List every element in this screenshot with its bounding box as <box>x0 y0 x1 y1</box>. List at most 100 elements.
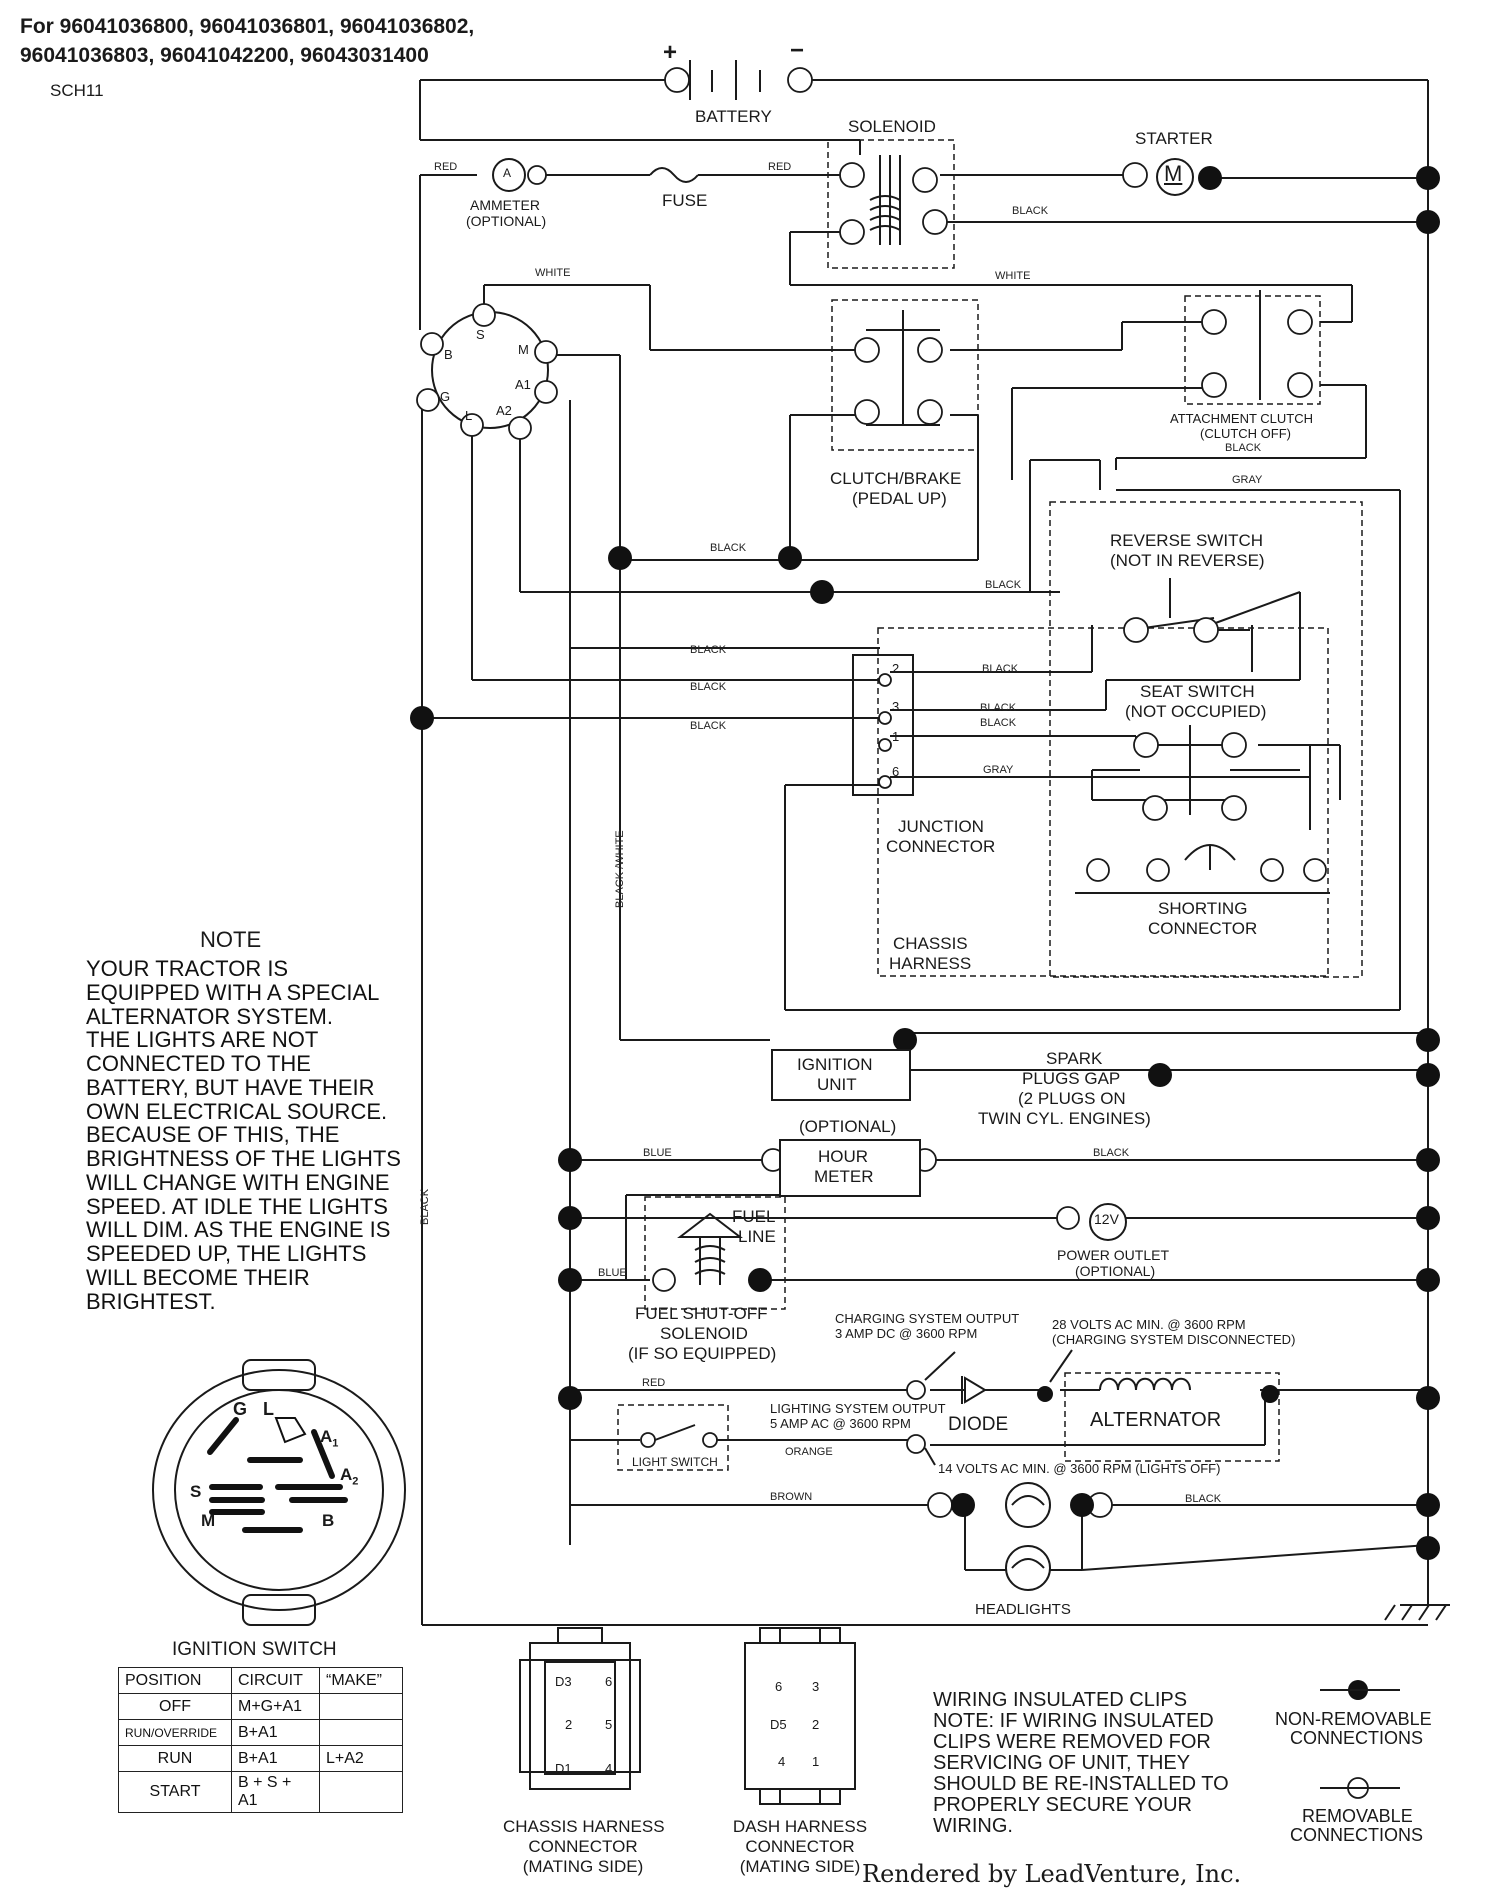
reverse-switch-sub: (NOT IN REVERSE) <box>1110 551 1265 570</box>
wire-white-1: WHITE <box>995 270 1031 282</box>
fuse-label: FUSE <box>662 191 708 210</box>
table-row: RUN/OVERRIDE B+A1 <box>118 1719 403 1746</box>
face-label-s: S <box>190 1482 202 1501</box>
chassis-pin: 2 <box>565 1717 573 1732</box>
clutch-brake-label: CLUTCH/BRAKE <box>830 469 962 488</box>
clips-note-line: WIRING INSULATED CLIPS <box>933 1689 1188 1711</box>
ignition-terminal-m: M <box>518 342 529 357</box>
power-outlet-optional: (OPTIONAL) <box>1075 1263 1156 1279</box>
shorting-connector-label-2: CONNECTOR <box>1148 919 1258 938</box>
spark-label-4: TWIN CYL. ENGINES) <box>978 1109 1151 1128</box>
ignition-unit-label-1: IGNITION <box>797 1055 873 1074</box>
clips-note-line: PROPERLY SECURE YOUR <box>933 1794 1192 1816</box>
cell-make: L+A2 <box>319 1745 403 1772</box>
note-line: WILL DIM. AS THE ENGINE IS <box>86 1217 391 1243</box>
wire-black-1: BLACK <box>1012 205 1049 217</box>
ammeter-label: AMMETER <box>470 197 540 213</box>
volts28-label-2: (CHARGING SYSTEM DISCONNECTED) <box>1052 1332 1296 1347</box>
dash-pin: D5 <box>770 1717 787 1732</box>
cell-circuit: B+A1 <box>231 1719 320 1746</box>
battery-minus: − <box>790 37 805 64</box>
ammeter-optional: (OPTIONAL) <box>466 213 547 229</box>
wire-white-2: WHITE <box>535 267 571 279</box>
face-label-b: B <box>322 1511 335 1530</box>
note-title: NOTE <box>200 927 262 952</box>
dash-pin: 2 <box>812 1717 820 1732</box>
junction-pin-6: 6 <box>892 764 900 779</box>
wire-black-6: BLACK <box>690 681 727 693</box>
clips-note-line: SHOULD BE RE-INSTALLED TO <box>933 1773 1229 1795</box>
ammeter-symbol: A <box>503 166 512 180</box>
table-row: RUN B+A1 L+A2 <box>118 1745 403 1772</box>
clips-note-line: NOTE: IF WIRING INSULATED <box>933 1710 1214 1732</box>
starter-symbol: M <box>1164 161 1183 186</box>
face-label-a1: A1 <box>320 1428 338 1450</box>
wire-red-2: RED <box>768 161 792 173</box>
wire-blue-1: BLUE <box>643 1147 672 1159</box>
table-row: OFF M+G+A1 <box>118 1693 403 1720</box>
dash-pin: 6 <box>775 1679 783 1694</box>
diode-label: DIODE <box>948 1414 1009 1435</box>
junction-connector-label-1: JUNCTION <box>898 817 984 836</box>
chassis-pin: 5 <box>605 1717 613 1732</box>
note-line: BECAUSE OF THIS, THE <box>86 1122 340 1148</box>
ignition-unit-label-2: UNIT <box>817 1075 857 1094</box>
cell-position: OFF <box>118 1693 232 1720</box>
chassis-pin: D3 <box>555 1674 572 1689</box>
face-label-a2-main: A <box>340 1465 353 1484</box>
face-label-l: L <box>263 1399 274 1419</box>
charging-output-label-2: 3 AMP DC @ 3600 RPM <box>835 1326 978 1341</box>
junction-pin-2: 2 <box>892 661 900 676</box>
dash-connector-label-3: (MATING SIDE) <box>739 1857 861 1876</box>
face-label-a2: A2 <box>340 1466 358 1488</box>
volts28-label-1: 28 VOLTS AC MIN. @ 3600 RPM <box>1052 1317 1246 1332</box>
model-numbers-line-1: For 96041036800, 96041036801, 9604103680… <box>20 15 475 38</box>
table-row: START B + S + A1 <box>118 1771 403 1813</box>
ignition-terminal-a2: A2 <box>496 403 512 418</box>
spark-label-1: SPARK <box>1046 1049 1103 1068</box>
battery-label: BATTERY <box>695 107 772 126</box>
battery-plus: + <box>663 39 678 66</box>
dash-pin: 4 <box>778 1754 786 1769</box>
wire-gray-1: GRAY <box>1232 474 1263 486</box>
col-make: “MAKE” <box>319 1667 403 1694</box>
volts14-label: 14 VOLTS AC MIN. @ 3600 RPM (LIGHTS OFF) <box>938 1461 1221 1476</box>
clutch-brake-sub: (PEDAL UP) <box>852 489 947 508</box>
wire-black-4: BLACK <box>985 579 1022 591</box>
face-label-a2-sub: 2 <box>352 1475 359 1488</box>
ignition-terminal-l: L <box>465 408 473 423</box>
wire-black-3: BLACK <box>710 542 747 554</box>
seat-switch-sub: (NOT OCCUPIED) <box>1125 702 1267 721</box>
wire-black-5: BLACK <box>690 644 727 656</box>
power-outlet-symbol: 12V <box>1094 1211 1119 1227</box>
wire-brown: BROWN <box>770 1491 813 1503</box>
legend-non-removable-1: NON-REMOVABLE <box>1275 1709 1432 1729</box>
face-label-a1-main: A <box>320 1427 333 1446</box>
fuel-line-label-2: LINE <box>738 1227 776 1246</box>
attachment-clutch-label: ATTACHMENT CLUTCH <box>1170 411 1313 426</box>
dash-connector-label-1: DASH HARNESS <box>732 1817 868 1836</box>
cell-circuit: B+A1 <box>231 1745 320 1772</box>
dash-connector-label-2: CONNECTOR <box>745 1837 855 1856</box>
fuel-solenoid-label-1: FUEL SHUT-OFF <box>635 1304 768 1323</box>
headlights-label: HEADLIGHTS <box>975 1601 1071 1618</box>
dash-pin: 1 <box>812 1754 820 1769</box>
chassis-pin: 4 <box>605 1761 613 1776</box>
chassis-pin: 6 <box>605 1674 613 1689</box>
fuel-line-label-1: FUEL <box>732 1207 776 1226</box>
chassis-connector-label-3: (MATING SIDE) <box>522 1857 644 1876</box>
cell-circuit: M+G+A1 <box>231 1693 320 1720</box>
charging-output-label-1: CHARGING SYSTEM OUTPUT <box>835 1311 1020 1326</box>
alternator-label: ALTERNATOR <box>1090 1409 1222 1431</box>
fuel-solenoid-label-2: SOLENOID <box>660 1324 748 1343</box>
ignition-terminal-a1: A1 <box>515 377 531 392</box>
wire-black-11: BLACK <box>1093 1147 1130 1159</box>
wire-black-12: BLACK <box>1185 1493 1222 1505</box>
face-label-a1-sub: 1 <box>332 1437 339 1450</box>
model-numbers-line-2: 96041036803, 96041042200, 96043031400 <box>20 44 429 67</box>
wire-black-white: BLACK /WHITE <box>614 830 626 908</box>
face-label-m: M <box>201 1511 216 1530</box>
col-position: POSITION <box>118 1667 232 1694</box>
clips-note-line: WIRING. <box>933 1815 1013 1837</box>
seat-switch-label: SEAT SWITCH <box>1140 682 1255 701</box>
